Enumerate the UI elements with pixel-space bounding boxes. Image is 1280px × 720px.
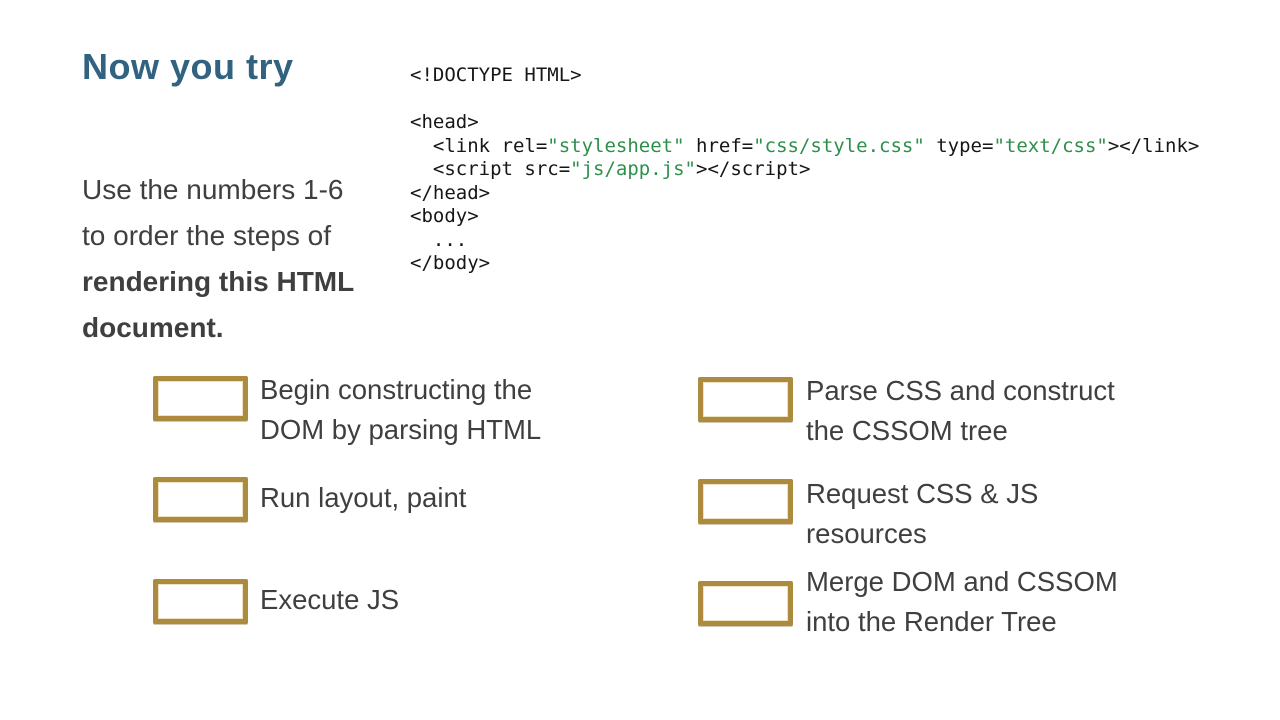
answer-box[interactable]	[698, 377, 793, 422]
code-string-segment: "js/app.js"	[570, 158, 696, 180]
code-text-segment: href=	[684, 134, 754, 157]
checklist-item-label: Parse CSS and construct the CSSOM tree	[806, 375, 1115, 446]
code-text-segment: ></link>	[1107, 134, 1200, 157]
slide-title: Now you try	[82, 46, 294, 87]
instruction-text: Use the numbers 1-6 to order the steps o…	[82, 121, 412, 351]
checklist-item-label: Run layout, paint	[260, 482, 467, 513]
answer-box[interactable]	[153, 477, 248, 522]
code-text-segment: ></script>	[696, 158, 811, 180]
code-string-segment: "stylesheet"	[547, 134, 685, 157]
instruction-normal-text: Use the numbers 1-6 to order the steps o…	[82, 174, 344, 251]
checklist-item-label: Merge DOM and CSSOM into the Render Tree	[806, 566, 1118, 637]
checklist-item-label: Begin constructing the DOM by parsing HT…	[260, 374, 542, 445]
answer-box[interactable]	[153, 376, 248, 421]
code-text-segment: <link rel=	[410, 134, 548, 157]
code-text-segment: </body>	[410, 252, 491, 274]
code-block: <!DOCTYPE HTML> <head> <link rel="styles…	[410, 64, 1199, 276]
code-text-segment: <body>	[410, 205, 479, 227]
code-text-segment: </head>	[410, 181, 491, 204]
checklist-item-label: Request CSS & JS resources	[806, 478, 1039, 549]
answer-box[interactable]	[698, 581, 793, 626]
code-text-segment: <!DOCTYPE HTML>	[410, 64, 582, 86]
answer-box[interactable]	[153, 579, 248, 624]
answer-box[interactable]	[698, 479, 793, 524]
code-text-segment: type=	[924, 134, 994, 157]
checklist-item-label: Execute JS	[260, 584, 400, 615]
code-text-segment: <script src=	[410, 158, 571, 180]
code-text-segment: <head>	[410, 111, 479, 133]
code-text-segment: ...	[410, 228, 468, 251]
code-string-segment: "text/css"	[993, 134, 1108, 157]
instruction-bold-text: rendering this HTML document.	[82, 266, 355, 343]
code-string-segment: "css/style.css"	[753, 134, 925, 157]
